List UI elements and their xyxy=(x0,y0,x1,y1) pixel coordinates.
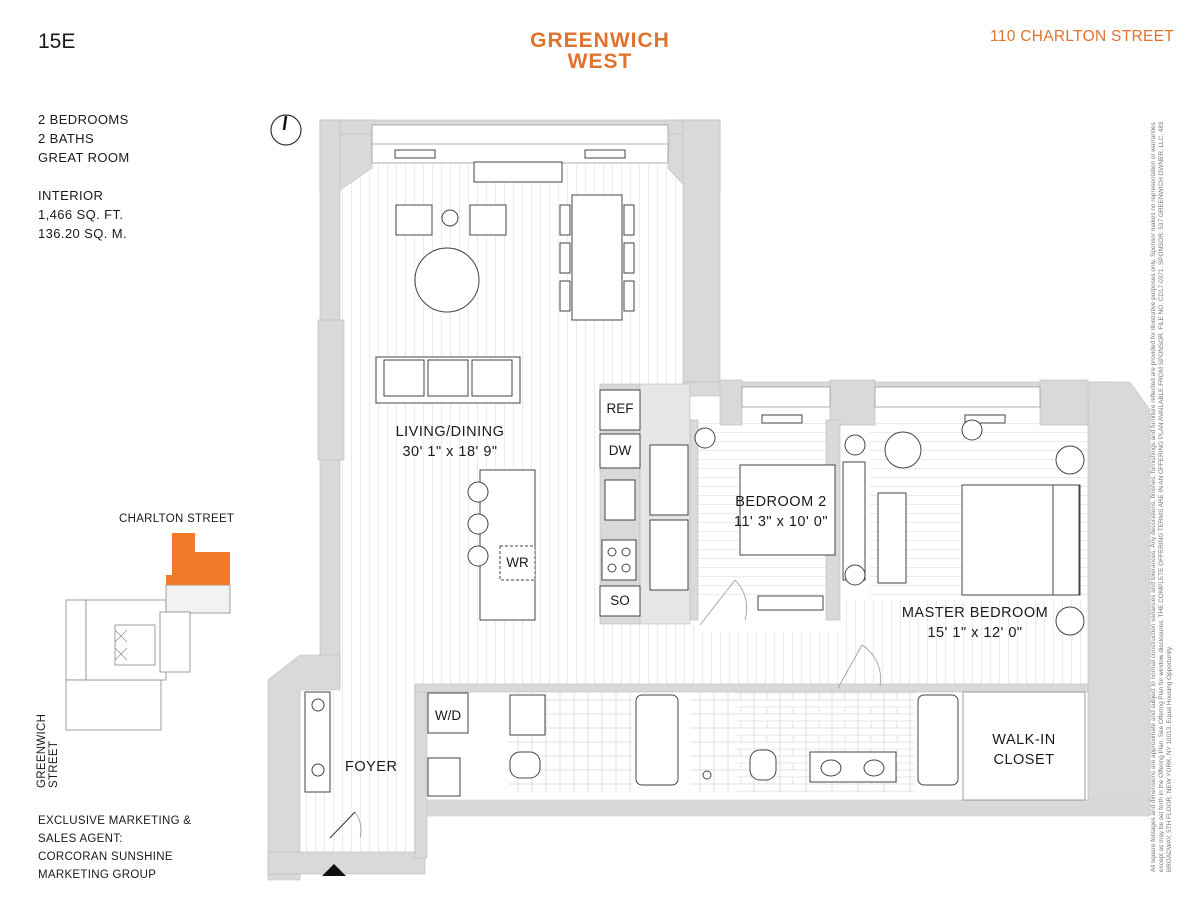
great-room-label: GREAT ROOM xyxy=(38,150,130,165)
so-label: SO xyxy=(610,593,630,608)
brand-line-1: GREENWICH xyxy=(530,29,670,52)
key-plan xyxy=(65,533,231,731)
living-dining-name: LIVING/DINING xyxy=(395,424,505,440)
master-bedroom-dimensions: 15' 1" x 12' 0" xyxy=(927,625,1023,641)
wr-label: WR xyxy=(506,555,529,570)
bedrooms-count: 2 BEDROOMS xyxy=(38,112,129,127)
foyer-closet xyxy=(304,691,362,839)
walk-in-closet-label: WALK-IN CLOSET xyxy=(963,730,1085,770)
wd-label: W/D xyxy=(434,708,462,723)
dw-label: DW xyxy=(608,443,632,458)
master-bedroom-name: MASTER BEDROOM xyxy=(901,605,1049,621)
bathroom-fixtures xyxy=(427,691,1086,801)
agent-line-2: SALES AGENT: xyxy=(38,833,123,845)
square-feet: 1,466 SQ. FT. xyxy=(38,207,124,222)
square-meters: 136.20 SQ. M. xyxy=(38,226,128,241)
ref-label: REF xyxy=(606,401,634,416)
building-address: 110 CHARLTON STREET xyxy=(990,28,1174,45)
bedroom-2-furniture xyxy=(694,427,866,611)
living-dining-dimensions: 30' 1" x 18' 9" xyxy=(402,444,498,460)
master-bedroom-furniture xyxy=(877,419,1085,636)
agent-line-4: MARKETING GROUP xyxy=(38,869,157,881)
unit-number: 15E xyxy=(38,30,76,53)
agent-line-1: EXCLUSIVE MARKETING & xyxy=(38,815,192,827)
bedroom-2-label: BEDROOM 2 11' 3" x 10' 0" xyxy=(706,492,856,532)
foyer-label: FOYER xyxy=(345,759,398,775)
brand-logo: GREENWICH WEST xyxy=(500,30,700,72)
brand-line-2: WEST xyxy=(567,50,633,73)
key-plan-unit-highlight xyxy=(166,533,230,585)
kitchen-appliances xyxy=(599,389,689,617)
walk-in-line-2: CLOSET xyxy=(993,752,1055,768)
north-arrow-icon xyxy=(270,114,302,146)
dining-table xyxy=(559,194,635,321)
master-bedroom-label: MASTER BEDROOM 15' 1" x 12' 0" xyxy=(890,603,1060,643)
interior-label: INTERIOR xyxy=(38,188,104,203)
unit-specs: 2 BEDROOMS 2 BATHS GREAT ROOM INTERIOR 1… xyxy=(38,110,130,243)
living-dining-label: LIVING/DINING 30' 1" x 18' 9" xyxy=(380,422,520,462)
kitchen-island xyxy=(467,469,536,621)
entry-arrow-icon xyxy=(322,864,346,876)
sales-agent-info: EXCLUSIVE MARKETING & SALES AGENT: CORCO… xyxy=(38,812,191,884)
windows xyxy=(371,124,1041,424)
walk-in-line-1: WALK-IN xyxy=(992,732,1056,748)
bedroom-2-name: BEDROOM 2 xyxy=(735,494,827,510)
living-furniture xyxy=(375,204,521,404)
agent-line-3: CORCORAN SUNSHINE xyxy=(38,851,173,863)
charlton-street-label: CHARLTON STREET xyxy=(119,513,235,525)
baths-count: 2 BATHS xyxy=(38,131,95,146)
bedroom-2-dimensions: 11' 3" x 10' 0" xyxy=(733,514,828,530)
